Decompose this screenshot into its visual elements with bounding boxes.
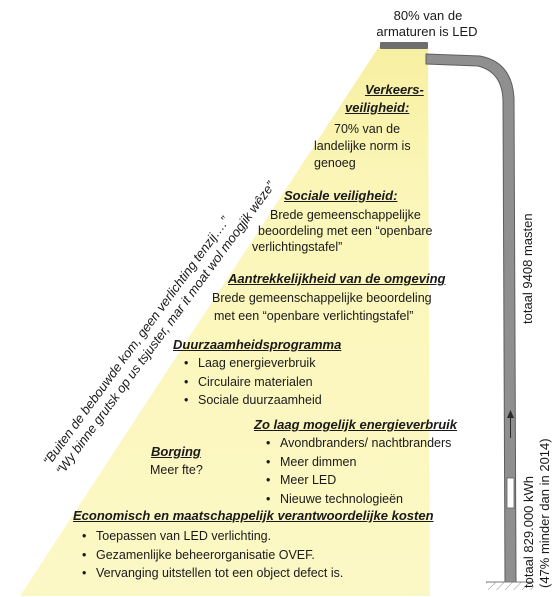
aantrekkelijkheid-text-1: Brede gemeenschappelijke beoordeling — [212, 291, 432, 305]
borging-text: Meer fte? — [150, 463, 203, 477]
sociale-veiligheid-text-2: beoordeling met een “openbare — [258, 224, 433, 238]
energieverbruik-item: Nieuwe technologieën — [266, 490, 451, 509]
energy-note-label: (47% minder dan in 2014) — [537, 438, 552, 588]
duurzaamheid-item: Sociale duurzaamheid — [184, 391, 322, 410]
duurzaamheid-list: Laag energieverbruik Circulaire material… — [184, 354, 322, 410]
total-masts-label: totaal 9408 masten — [520, 213, 535, 324]
sociale-veiligheid-heading: Sociale veiligheid: — [284, 188, 398, 203]
pole-arrow-head — [507, 410, 514, 418]
lamp-head — [380, 42, 428, 49]
duurzaamheid-item: Laag energieverbruik — [184, 354, 322, 373]
kosten-heading: Economisch en maatschappelijk verantwoor… — [73, 508, 434, 523]
verkeersveiligheid-text-1: 70% van de — [334, 122, 401, 136]
energy-total-label: totaal 829.000 kWh — [521, 475, 536, 588]
ground-hatch — [486, 582, 534, 590]
energieverbruik-item: Meer dimmen — [266, 453, 451, 472]
verkeersveiligheid-text-2: landelijke norm is — [314, 139, 411, 153]
pole-total-masts: totaal 9408 masten — [520, 213, 535, 324]
duurzaamheid-heading: Duurzaamheidsprogramma — [173, 337, 342, 352]
sociale-veiligheid-text-3: verlichtingstafel” — [252, 240, 343, 254]
verkeersveiligheid-heading-2: veiligheid: — [345, 100, 410, 115]
kosten-item: Gezamenlijke beheerorganisatie OVEF. — [82, 546, 343, 565]
duurzaamheid-item: Circulaire materialen — [184, 373, 322, 392]
energieverbruik-heading: Zo laag mogelijk energieverbruik — [254, 417, 458, 432]
energieverbruik-item: Avondbranders/ nachtbranders — [266, 434, 451, 453]
aantrekkelijkheid-text-2: met een “openbare verlichtingstafel” — [214, 309, 414, 323]
verkeersveiligheid-heading-1: Verkeers- — [365, 82, 424, 97]
aantrekkelijkheid-heading: Aantrekkelijkheid van de omgeving — [228, 271, 446, 286]
kosten-item: Vervanging uitstellen tot een object def… — [82, 564, 343, 583]
verkeersveiligheid-text-3: genoeg — [314, 156, 356, 170]
sociale-veiligheid-text-1: Brede gemeenschappelijke — [270, 208, 421, 222]
lamp-label-line1: 80% van de — [393, 8, 463, 23]
pole-hatch — [506, 477, 515, 509]
kosten-list: Toepassen van LED verlichting. Gezamenli… — [82, 527, 343, 583]
lamp-label-line2: armaturen is LED — [376, 24, 478, 39]
borging-heading: Borging — [151, 444, 201, 459]
energieverbruik-item: Meer LED — [266, 471, 451, 490]
energieverbruik-list: Avondbranders/ nachtbranders Meer dimmen… — [266, 434, 451, 508]
pole-energy-text: totaal 829.000 kWh (47% minder dan in 20… — [521, 438, 553, 588]
kosten-item: Toepassen van LED verlichting. — [82, 527, 343, 546]
